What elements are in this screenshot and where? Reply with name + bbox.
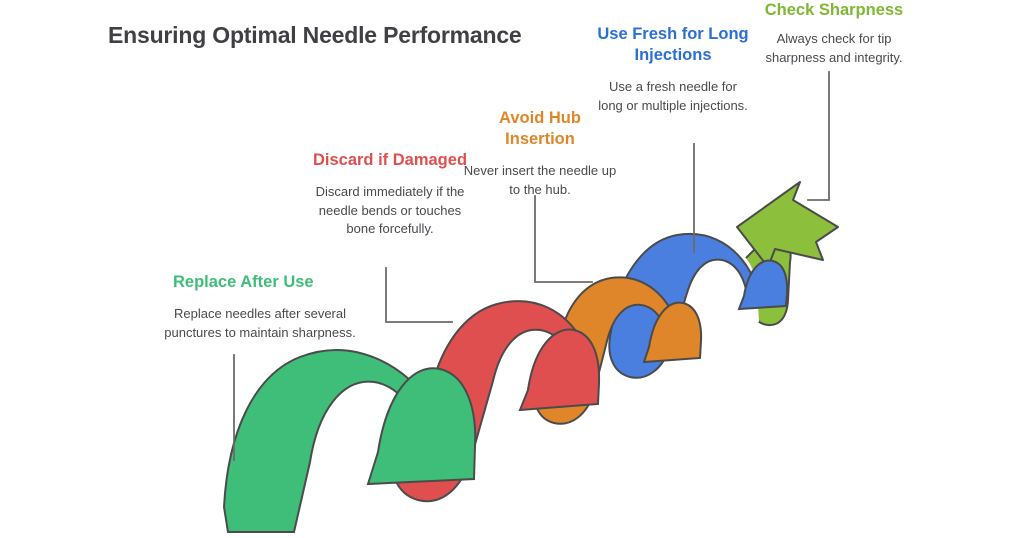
connector-check-sharpness: [807, 71, 830, 201]
step-block-avoid-hub: Avoid Hub Insertion Never insert the nee…: [462, 108, 618, 199]
connector-discard-damaged: [385, 267, 453, 323]
step-heading-discard-damaged: Discard if Damaged: [312, 151, 468, 169]
step-body-discard-damaged: Discard immediately if the needle bends …: [315, 184, 465, 237]
step-block-discard-damaged: Discard if Damaged Discard immediately i…: [310, 150, 470, 238]
connector-avoid-hub: [534, 195, 593, 283]
step-block-use-fresh: Use Fresh for Long Injections Use a fres…: [596, 24, 750, 115]
ribbon-segment-use-fresh: [608, 232, 789, 379]
step-body-check-sharpness: Always check for tip sharpness and integ…: [765, 31, 903, 65]
step-body-avoid-hub: Never insert the needle up to the hub.: [463, 163, 617, 197]
step-block-replace-after-use: Replace After Use Replace needles after …: [160, 272, 360, 342]
step-heading-replace-after-use: Replace After Use: [173, 273, 314, 291]
page-title: Ensuring Optimal Needle Performance: [108, 22, 522, 48]
blue-band: [608, 232, 762, 379]
step-heading-use-fresh: Use Fresh for Long Injections: [597, 25, 749, 65]
step-body-use-fresh: Use a fresh needle for long or multiple …: [598, 79, 748, 113]
step-body-replace-after-use: Replace needles after several punctures …: [164, 306, 356, 340]
step-heading-avoid-hub: Avoid Hub Insertion: [499, 109, 581, 149]
connector-lines: [233, 71, 830, 461]
step-heading-check-sharpness: Check Sharpness: [764, 1, 904, 19]
red-crest: [518, 328, 601, 412]
step-block-check-sharpness: Check Sharpness Always check for tip sha…: [748, 0, 920, 67]
orange-crest: [642, 301, 703, 364]
blue-crest: [737, 259, 789, 311]
green-crest: [366, 367, 477, 486]
ribbon-segment-replace-after-use: [222, 349, 477, 533]
